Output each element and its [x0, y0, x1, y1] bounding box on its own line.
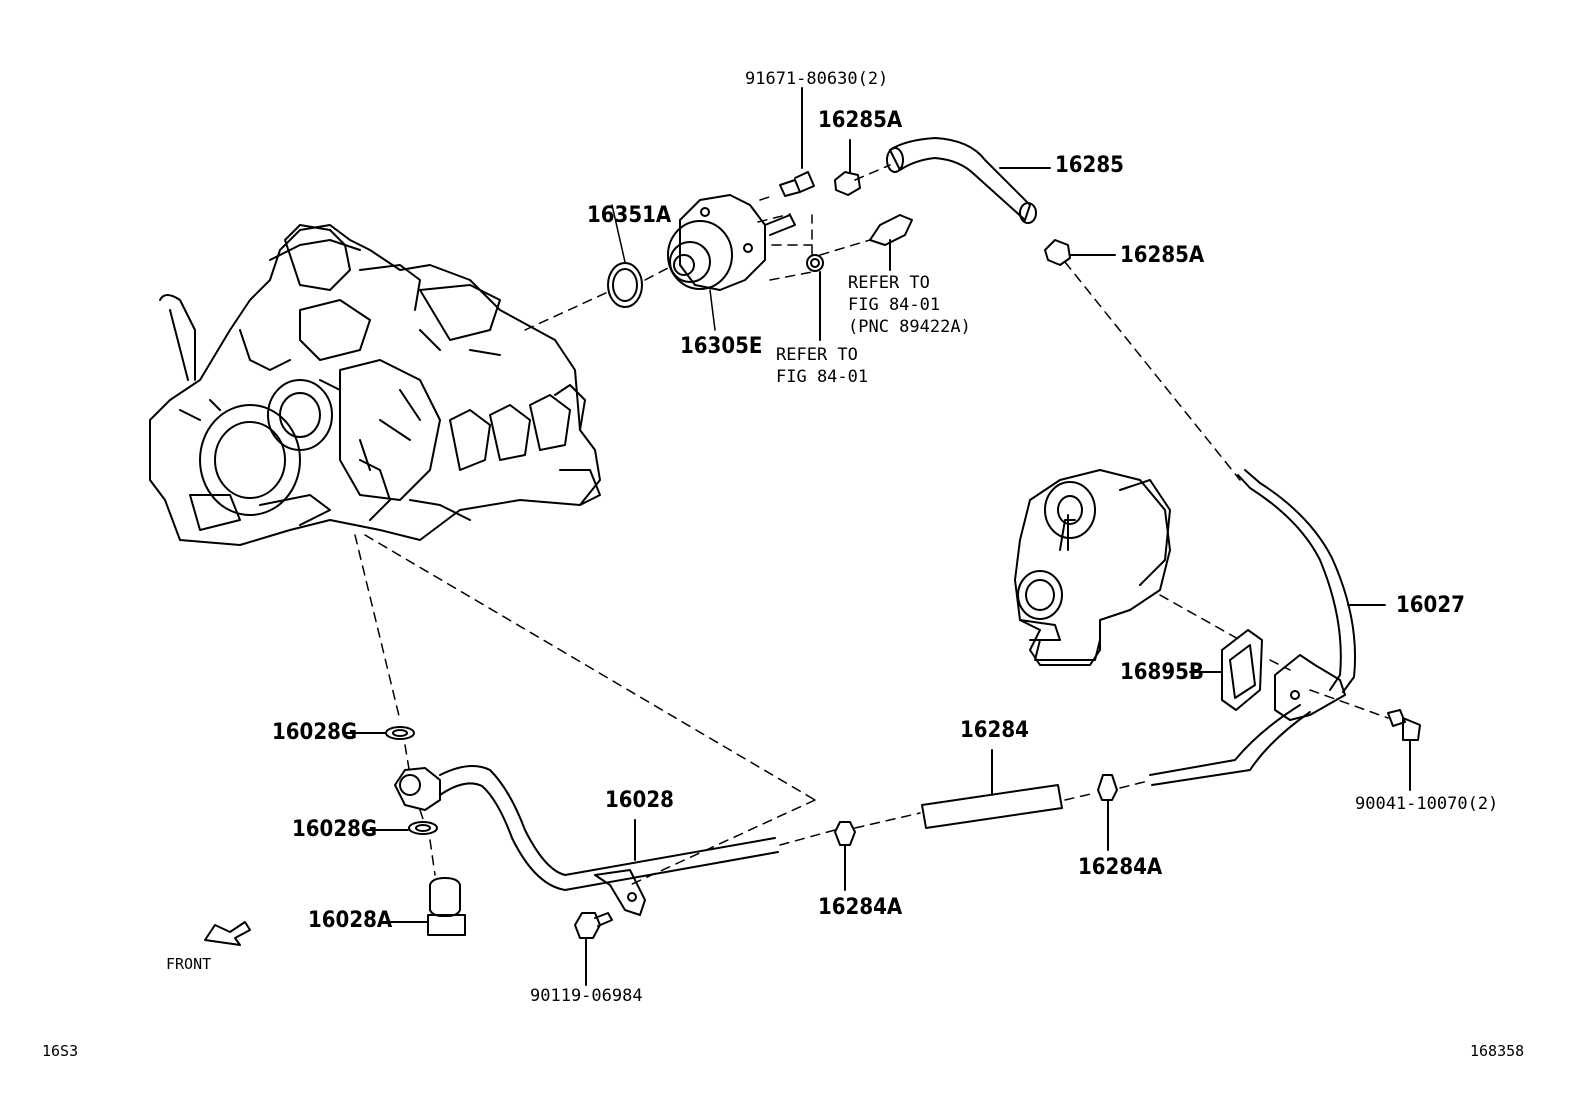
callout-16028g-bottom: 16028G	[292, 817, 378, 842]
callout-16284: 16284	[960, 718, 1029, 743]
callout-16284a-right: 16284A	[1078, 855, 1163, 880]
refer-note-1-line1: REFER TO	[848, 273, 930, 293]
engine-assembly	[149, 224, 601, 546]
water-pump-16305e	[667, 194, 796, 291]
callout-16028a: 16028A	[308, 908, 393, 933]
refer-note-2-line2: FIG 84-01	[776, 367, 869, 387]
hose-16284	[921, 749, 1063, 829]
leader-16305e	[709, 289, 716, 331]
gasket-16028g-top	[344, 726, 415, 740]
bolt-90041	[1387, 709, 1421, 791]
front-label: FRONT	[166, 955, 212, 973]
callout-90041-10070: 90041-10070(2)	[1355, 794, 1499, 814]
callout-16285: 16285	[1055, 153, 1124, 178]
turbocharger	[1014, 469, 1171, 666]
leader-16351a	[611, 204, 626, 263]
refer-note-1-line3: (PNC 89422A)	[848, 317, 971, 337]
refer-note-2-line1: REFER TO	[776, 345, 858, 365]
callout-91671-80630: 91671-80630(2)	[745, 69, 889, 89]
clip-16285a-top	[834, 139, 861, 196]
sensor-refer-89422a	[869, 214, 913, 271]
clip-16284a-right	[1097, 774, 1118, 851]
callout-16028: 16028	[605, 788, 674, 813]
gasket-16895b	[1189, 629, 1263, 711]
callout-16284a-mid: 16284A	[818, 895, 903, 920]
callout-16027: 16027	[1396, 593, 1465, 618]
o-ring-16351a	[607, 262, 643, 308]
refer-note-1-line2: FIG 84-01	[848, 295, 941, 315]
clip-16285a-right	[1044, 239, 1116, 266]
callout-16285a-right: 16285A	[1120, 243, 1205, 268]
oil-tube-16027	[1149, 469, 1386, 786]
code-left: 16S3	[42, 1042, 79, 1060]
clip-16284a-mid	[834, 821, 856, 891]
callout-16028g-top: 16028G	[272, 720, 358, 745]
dashed-guide-lines	[354, 164, 1389, 886]
union-bolt-16028a	[384, 877, 466, 936]
oil-tube-16028	[394, 765, 779, 916]
callout-90119-06984: 90119-06984	[530, 986, 643, 1006]
callout-16351a: 16351A	[587, 203, 672, 228]
callout-16895b: 16895B	[1120, 660, 1204, 685]
gasket-refer	[806, 254, 824, 341]
hose-16285	[886, 137, 1051, 224]
front-arrow-icon	[204, 921, 251, 946]
callout-16285a-top: 16285A	[818, 108, 903, 133]
bolt-90119	[574, 912, 613, 986]
code-right: 168358	[1470, 1042, 1525, 1060]
callout-16305e: 16305E	[680, 334, 763, 359]
gasket-16028g-bottom	[364, 821, 438, 835]
bolt-91671	[779, 87, 815, 197]
